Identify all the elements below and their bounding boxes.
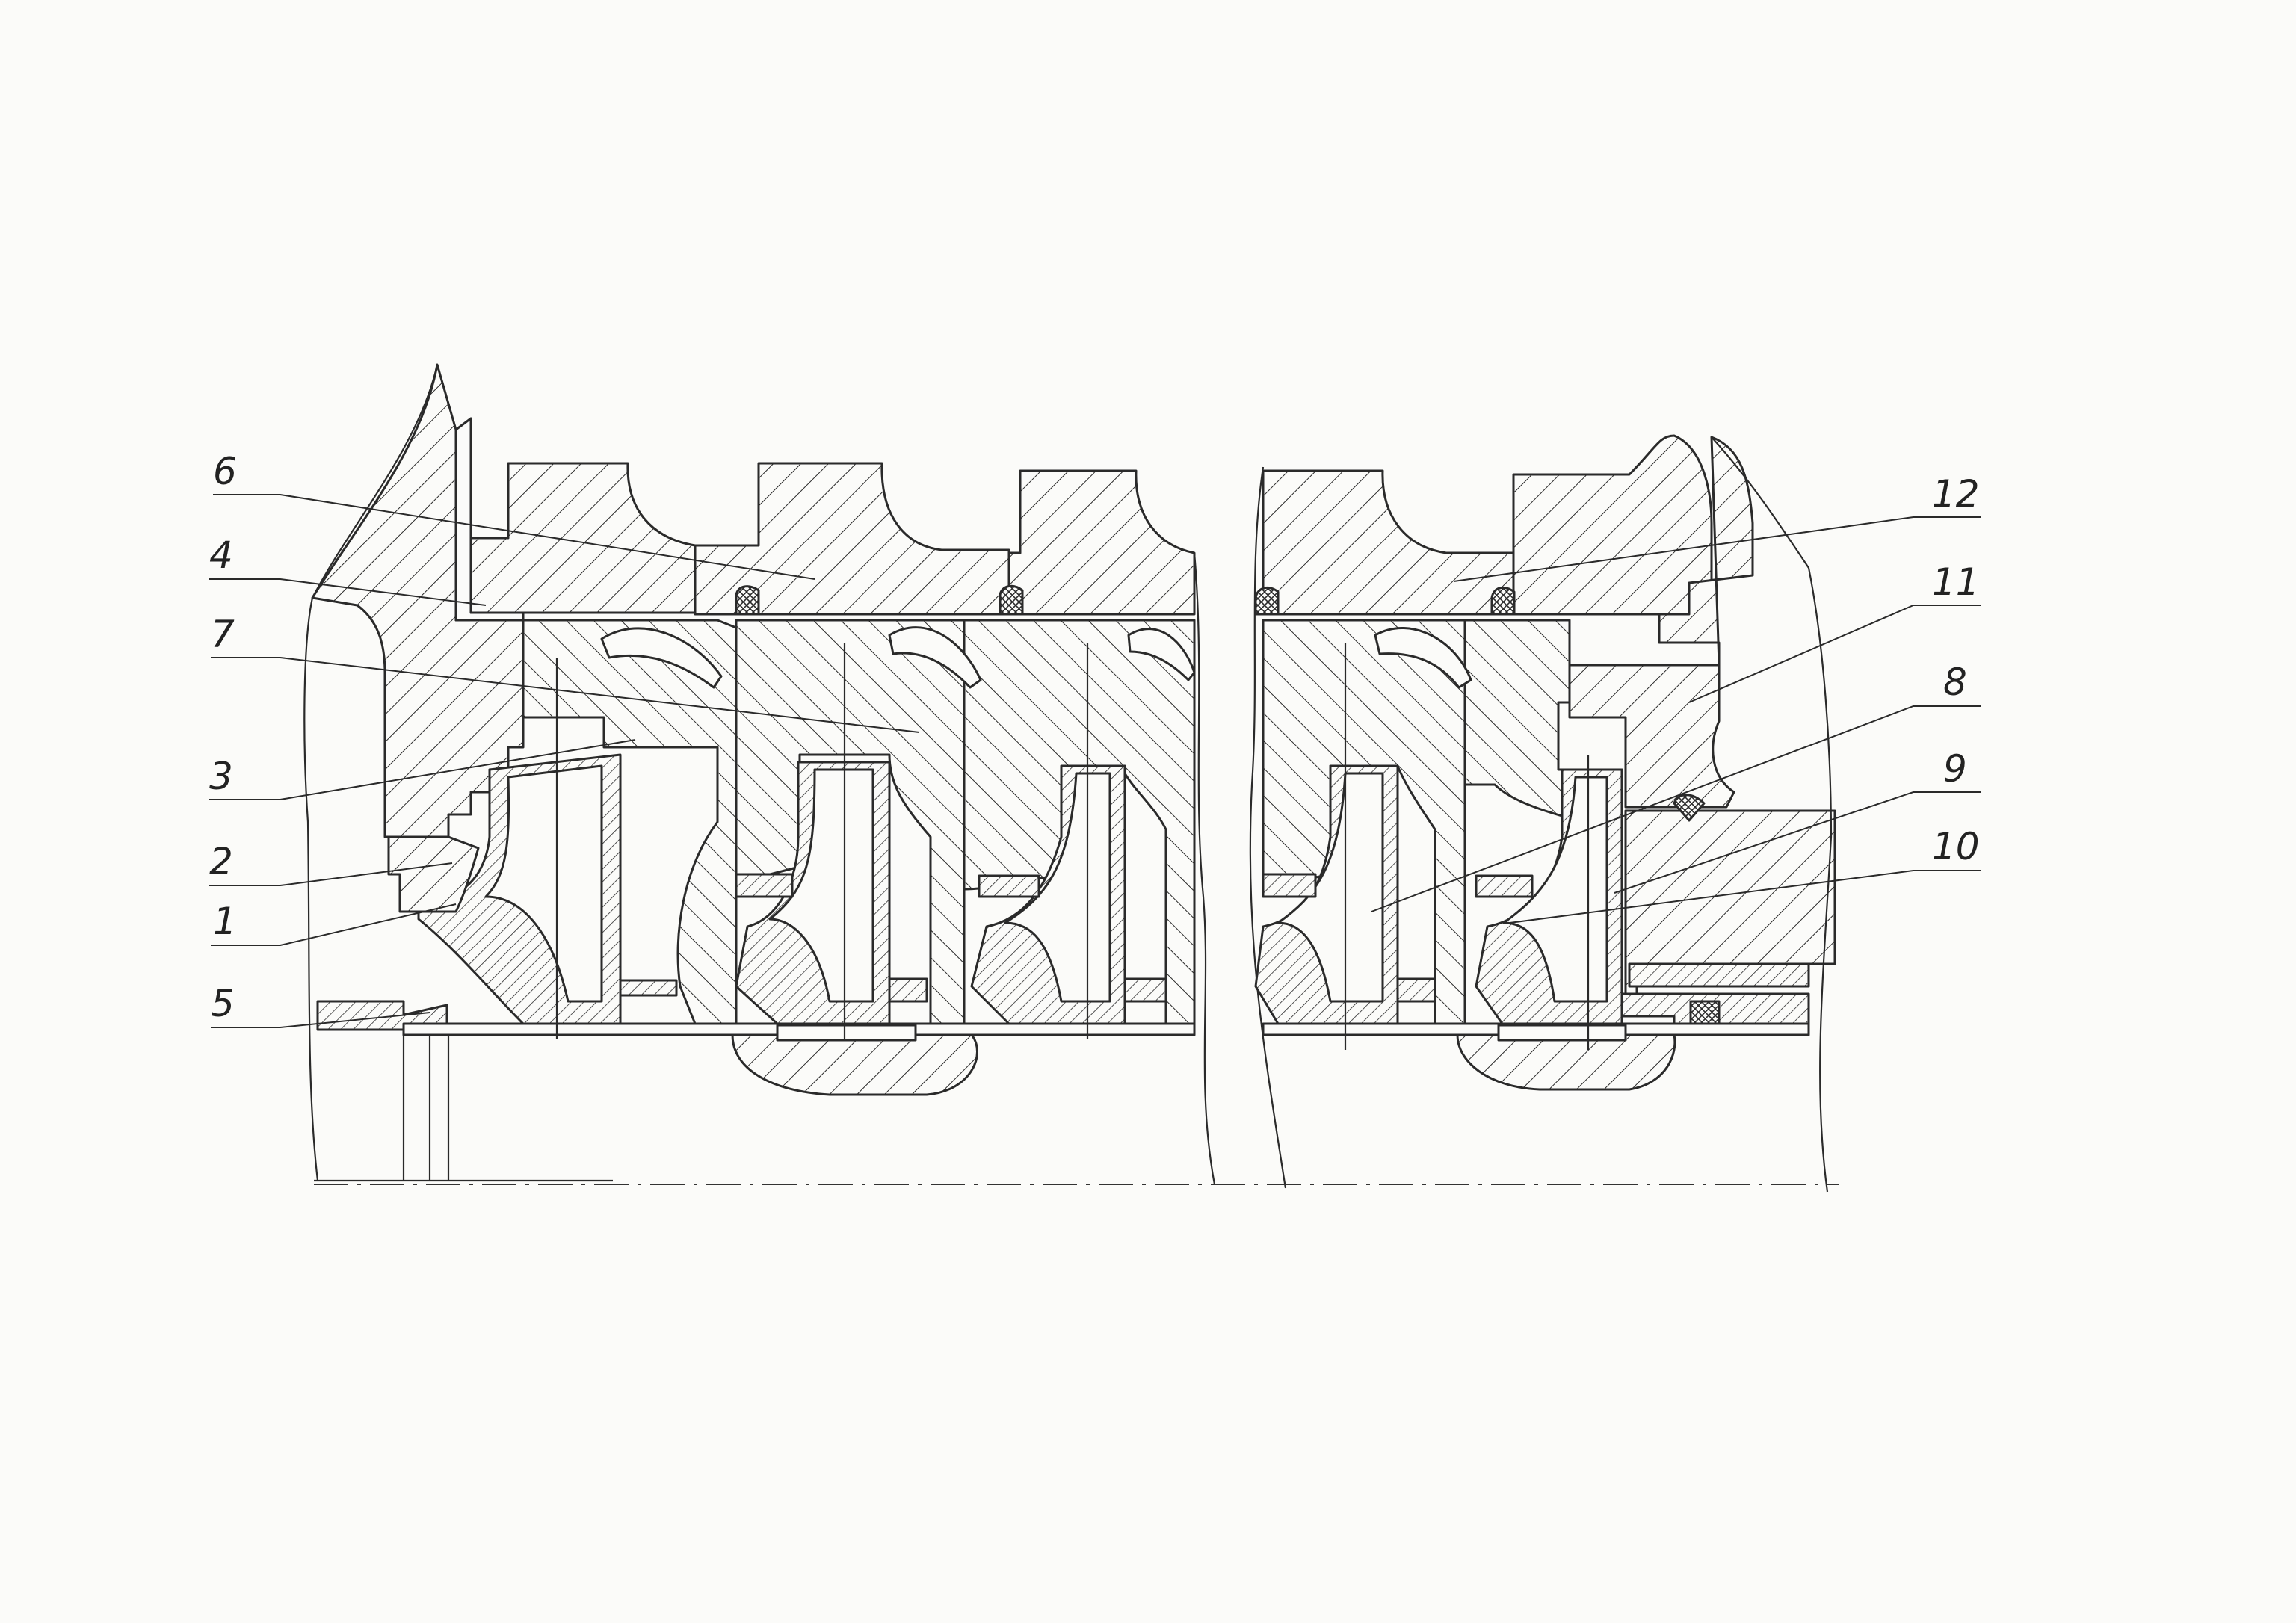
diaphragm-1 (522, 619, 738, 1025)
o-ring-3 (1254, 586, 1280, 616)
leader-6 (213, 494, 815, 580)
left-break-outline (303, 364, 439, 1181)
impeller-3-channel (1004, 772, 1111, 1003)
rear-casing (1658, 436, 1754, 667)
leader-11 (1688, 605, 1981, 703)
hub-bulge-left (731, 1033, 978, 1096)
right-break-right (1711, 436, 1833, 1193)
o-ring-8 (1673, 794, 1706, 822)
key-right (1497, 1024, 1627, 1042)
right-break-left (1249, 466, 1287, 1189)
balance-sleeve (1628, 962, 1810, 988)
leader-2 (209, 862, 453, 886)
callout-5: 5 (211, 982, 235, 1025)
leader-9 (1614, 791, 1981, 894)
leader-3 (209, 739, 636, 800)
return-vane-3 (1127, 628, 1196, 681)
wear-ring-h (1396, 977, 1436, 1003)
callout-11: 11 (1932, 560, 1980, 604)
wear-ring-b (735, 873, 794, 898)
diffuser-ring-5 (1512, 434, 1713, 616)
left-break-right (1193, 552, 1216, 1185)
callout-1: 1 (213, 900, 237, 943)
wear-ring-g (1475, 874, 1534, 898)
diffuser-ring-1 (469, 462, 697, 614)
wear-ring-f (1262, 873, 1317, 898)
key-left (776, 1024, 917, 1042)
callout-9: 9 (1943, 747, 1967, 791)
callout-6: 6 (213, 450, 237, 493)
callout-labels: 6 4 7 3 2 1 5 12 11 8 9 10 (209, 450, 1980, 1025)
o-ring-2 (999, 584, 1024, 616)
diffuser-ring-3 (1007, 469, 1196, 616)
o-ring-1 (735, 585, 760, 616)
right-section (1249, 434, 1836, 1193)
hub-bulge-right (1456, 1033, 1676, 1091)
callout-12: 12 (1932, 472, 1980, 516)
leader-4 (209, 578, 487, 606)
callout-4: 4 (209, 534, 233, 577)
callout-10: 10 (1932, 825, 1980, 868)
left-section (303, 363, 1216, 1185)
leader-10 (1509, 870, 1981, 924)
wear-ring-d (888, 977, 928, 1003)
o-ring-4 (1490, 586, 1516, 616)
callout-7: 7 (211, 613, 235, 656)
wear-ring-e (1123, 977, 1167, 1003)
wear-ring-a (619, 979, 678, 997)
callout-8: 8 (1943, 661, 1967, 704)
impeller-4-channel (1277, 772, 1384, 1003)
leader-1 (211, 903, 457, 946)
seal-ring-2 (387, 835, 480, 913)
callout-3: 3 (209, 755, 233, 798)
o-ring-shaft (1689, 1000, 1721, 1027)
impeller-5-channel (1502, 776, 1608, 1003)
return-vane-2 (888, 626, 982, 689)
leader-12 (1453, 516, 1981, 582)
diffuser-ring-2 (694, 462, 1010, 616)
callout-2: 2 (209, 840, 233, 883)
leader-5 (211, 1012, 430, 1028)
diffuser-ring-4 (1262, 469, 1515, 616)
impeller-2-channel (768, 768, 874, 1003)
leader-7 (211, 657, 920, 733)
leader-8 (1371, 705, 1981, 912)
impeller-1-channel (484, 764, 603, 1003)
leader-lines (209, 494, 1981, 1028)
wear-ring-c (978, 874, 1040, 898)
return-vane-1 (600, 627, 723, 689)
return-vane-4 (1374, 627, 1472, 689)
